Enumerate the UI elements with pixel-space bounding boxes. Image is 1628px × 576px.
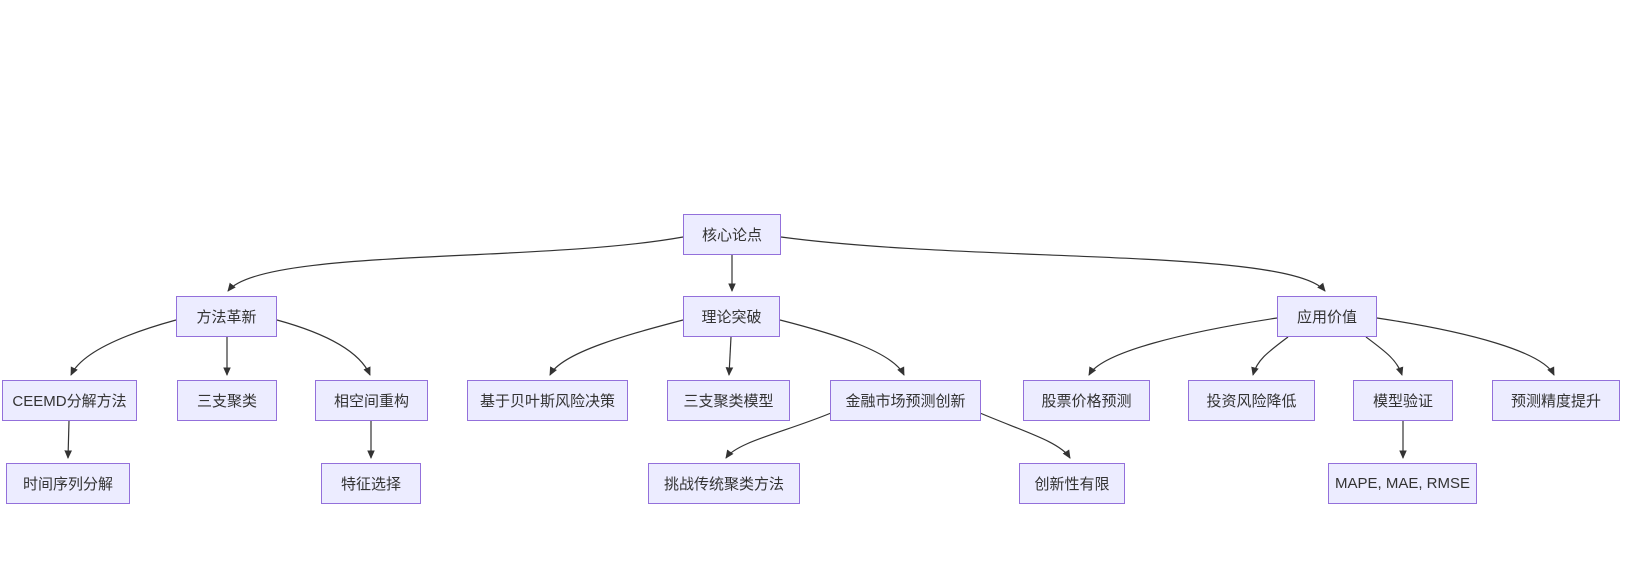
node-challenge-traditional-clustering: 挑战传统聚类方法: [648, 463, 800, 504]
node-application-value: 应用价值: [1277, 296, 1377, 337]
node-feature-selection: 特征选择: [321, 463, 421, 504]
edge-method-to-ceemd: [70, 319, 177, 376]
edge-application-to-risk: [1251, 336, 1289, 376]
node-stock-price-prediction: 股票价格预测: [1023, 380, 1150, 421]
node-investment-risk-reduction: 投资风险降低: [1188, 380, 1315, 421]
node-limited-novelty: 创新性有限: [1019, 463, 1125, 504]
node-mape-mae-rmse-metrics: MAPE, MAE, RMSE: [1328, 463, 1477, 504]
edge-application-to-accuracy: [1376, 317, 1555, 376]
edge-fin-innovation-to-challenge: [725, 412, 832, 459]
edge-root-to-application: [780, 236, 1326, 292]
edge-application-to-stock: [1088, 317, 1278, 376]
node-theory-breakthrough: 理论突破: [683, 296, 780, 337]
edge-ceemd-to-ts-decomp: [64, 420, 73, 459]
edge-method-to-phase-space: [276, 319, 371, 376]
edge-theory-to-twc-model: [725, 336, 734, 376]
edge-theory-to-bayes: [549, 319, 684, 376]
node-model-validation: 模型验证: [1353, 380, 1453, 421]
node-time-series-decomposition: 时间序列分解: [6, 463, 130, 504]
node-bayesian-risk-decision: 基于贝叶斯风险决策: [467, 380, 628, 421]
edge-application-to-validation: [1365, 336, 1404, 376]
node-three-way-clustering: 三支聚类: [177, 380, 277, 421]
edge-fin-innovation-to-novelty: [979, 412, 1071, 459]
node-phase-space-reconstruction: 相空间重构: [315, 380, 428, 421]
node-method-innovation: 方法革新: [176, 296, 277, 337]
node-financial-market-forecast-innovation: 金融市场预测创新: [830, 380, 981, 421]
node-core-thesis: 核心论点: [683, 214, 781, 255]
node-ceemd-decomposition: CEEMD分解方法: [2, 380, 137, 421]
edge-theory-to-fin-innovation: [779, 319, 905, 376]
node-three-way-clustering-model: 三支聚类模型: [667, 380, 790, 421]
edge-root-to-method: [227, 236, 684, 292]
node-prediction-accuracy-improvement: 预测精度提升: [1492, 380, 1620, 421]
